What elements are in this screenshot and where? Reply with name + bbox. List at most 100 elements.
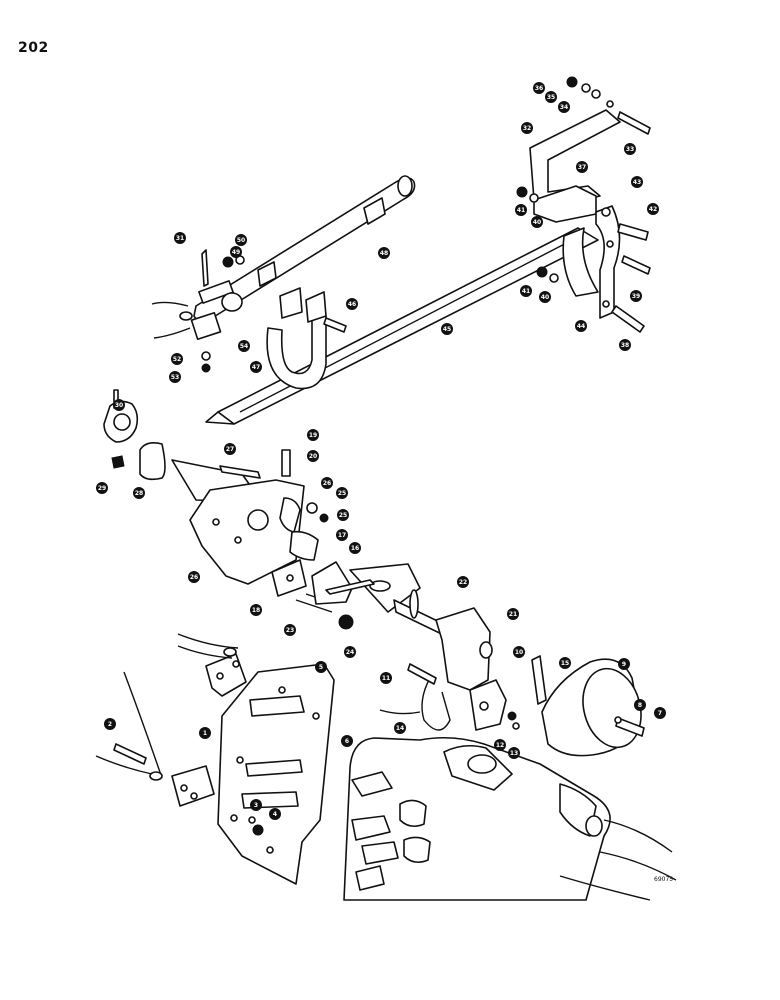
upper-control-rod xyxy=(193,175,416,322)
callout-number: 26 xyxy=(323,480,331,487)
callout-26: 26 xyxy=(321,477,333,489)
callout-bubble xyxy=(558,101,570,113)
callout-number: 12 xyxy=(496,742,504,749)
callout-31: 31 xyxy=(174,232,186,244)
callout-bubble xyxy=(337,509,349,521)
callout-43: 43 xyxy=(631,176,643,188)
callout-number: 52 xyxy=(173,356,181,363)
callout-bubble xyxy=(634,699,646,711)
callout-bubble xyxy=(336,487,348,499)
callout-number: 27 xyxy=(226,446,234,453)
callout-18: 18 xyxy=(250,604,262,616)
mounting-bracket xyxy=(529,100,621,319)
callout-bubble xyxy=(394,722,406,734)
callout-number: 48 xyxy=(380,250,388,257)
callout-7: 7 xyxy=(654,707,666,719)
callout-bubble xyxy=(521,122,533,134)
callout-22: 22 xyxy=(457,576,469,588)
callout-38: 38 xyxy=(619,339,631,351)
callout-bubble xyxy=(545,91,557,103)
callout-bubble xyxy=(113,399,125,411)
callout-bubble xyxy=(346,298,358,310)
callout-14: 14 xyxy=(394,722,406,734)
callout-bubble xyxy=(188,571,200,583)
callout-2: 2 xyxy=(104,718,116,730)
callout-bubble xyxy=(513,646,525,658)
callout-bubble xyxy=(235,234,247,246)
callout-3: 3 xyxy=(250,799,262,811)
callout-number: 15 xyxy=(561,660,569,667)
callout-number: 37 xyxy=(578,164,586,171)
callout-12: 12 xyxy=(494,739,506,751)
callout-6: 6 xyxy=(341,735,353,747)
callout-bubble xyxy=(380,672,392,684)
callout-37: 37 xyxy=(576,161,588,173)
callout-number: 33 xyxy=(626,146,634,153)
callout-bubble xyxy=(341,735,353,747)
callout-number: 9 xyxy=(622,661,626,668)
callout-bubble xyxy=(199,727,211,739)
callout-bubble xyxy=(494,739,506,751)
callout-number: 1 xyxy=(203,730,207,737)
callout-32: 32 xyxy=(521,122,533,134)
callout-number: 16 xyxy=(351,545,359,552)
callout-26: 26 xyxy=(188,571,200,583)
callout-40: 40 xyxy=(531,216,543,228)
callout-8: 8 xyxy=(634,699,646,711)
callout-bubble xyxy=(238,340,250,352)
cross-shaft-assembly xyxy=(103,389,493,691)
callout-number: 28 xyxy=(135,490,143,497)
callout-number: 49 xyxy=(232,249,240,256)
callout-17: 17 xyxy=(336,529,348,541)
callout-25: 25 xyxy=(336,487,348,499)
callout-bubble xyxy=(654,707,666,719)
callout-number: 30 xyxy=(115,402,123,409)
callout-number: 2 xyxy=(108,721,112,728)
callout-bubble xyxy=(250,604,262,616)
callout-number: 46 xyxy=(348,301,356,308)
callout-bubble xyxy=(575,320,587,332)
callout-number: 25 xyxy=(338,490,346,497)
page-number: 202 xyxy=(18,40,49,56)
callout-number: 24 xyxy=(346,649,354,656)
callout-bubble xyxy=(508,747,520,759)
callout-number: 21 xyxy=(509,611,517,618)
callout-bubble xyxy=(336,529,348,541)
callout-bubble xyxy=(315,661,327,673)
callout-41: 41 xyxy=(520,285,532,297)
callout-number: 42 xyxy=(649,206,657,213)
callout-number: 43 xyxy=(633,179,641,186)
callout-number: 50 xyxy=(237,237,245,244)
callout-16: 16 xyxy=(349,542,361,554)
callout-bubble xyxy=(344,646,356,658)
callout-bubble xyxy=(307,429,319,441)
callout-bubble xyxy=(507,608,519,620)
rod-clamp xyxy=(266,287,327,390)
callout-bubble xyxy=(520,285,532,297)
callout-bubble xyxy=(618,658,630,670)
callout-number: 26 xyxy=(190,574,198,581)
callout-number: 8 xyxy=(638,702,642,709)
callout-bubble xyxy=(96,482,108,494)
callout-33: 33 xyxy=(624,143,636,155)
callout-bubble xyxy=(624,143,636,155)
callout-number: 10 xyxy=(515,649,523,656)
callout-number: 32 xyxy=(523,125,531,132)
callout-bubble xyxy=(104,718,116,730)
callout-bubble xyxy=(631,176,643,188)
callout-number: 31 xyxy=(176,235,184,242)
callout-21: 21 xyxy=(507,608,519,620)
callout-23: 23 xyxy=(284,624,296,636)
callout-20: 20 xyxy=(307,450,319,462)
callout-19: 19 xyxy=(307,429,319,441)
callout-bubble xyxy=(250,799,262,811)
callout-28: 28 xyxy=(133,487,145,499)
callout-number: 40 xyxy=(541,294,549,301)
callout-bubble xyxy=(576,161,588,173)
callout-35: 35 xyxy=(545,91,557,103)
callout-45: 45 xyxy=(441,323,453,335)
callout-bubble xyxy=(533,82,545,94)
long-shift-rod xyxy=(205,227,599,425)
